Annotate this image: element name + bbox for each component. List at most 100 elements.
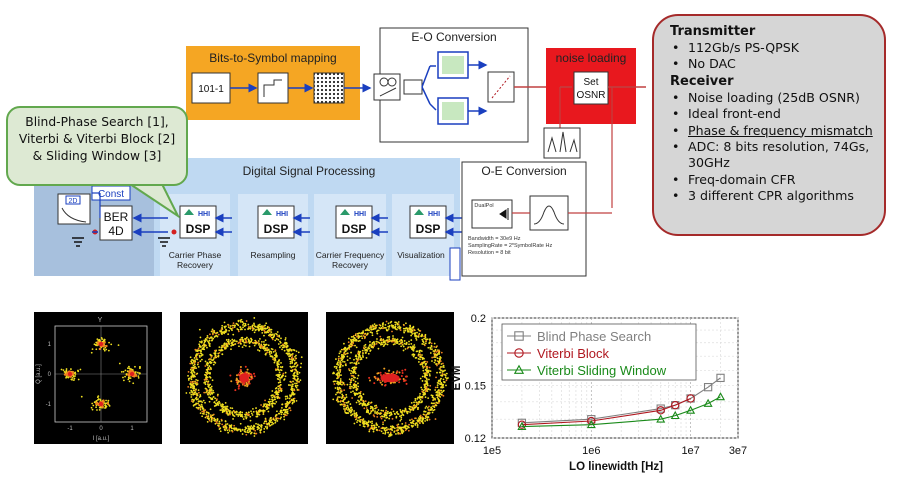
qpsk-clusters	[60, 336, 142, 411]
hhi-label: HHI	[354, 211, 366, 218]
receiver-item: ADC: 8 bits resolution, 74Gs, 30GHz	[670, 139, 874, 172]
series-1	[517, 394, 695, 429]
constellation-3	[326, 312, 454, 444]
data-point	[586, 419, 596, 429]
dsp-chip-0[interactable]: HHI DSP	[179, 205, 217, 239]
dsp-chip-2[interactable]: HHI DSP	[335, 205, 373, 239]
receiver-item: Ideal front-end	[670, 106, 874, 123]
data-point	[703, 398, 713, 407]
legend-item-2: Viterbi Sliding Window	[507, 363, 667, 378]
visualization-sink[interactable]	[449, 247, 461, 281]
data-point	[656, 406, 665, 415]
receiver-item: Freq-domain CFR	[670, 172, 874, 189]
ber-line2: 4D	[108, 224, 124, 238]
laser-box[interactable]	[373, 73, 401, 101]
data-point	[703, 383, 713, 392]
data-point	[670, 410, 680, 420]
data-point	[671, 401, 680, 410]
hhi-label: HHI	[198, 211, 210, 218]
ground-icon-1	[72, 237, 84, 247]
callout-line-1: Blind-Phase Search [1],	[25, 115, 169, 129]
transmitter-item: No DAC	[670, 56, 874, 73]
legend-label: Blind Phase Search	[537, 329, 651, 344]
data-point	[686, 405, 696, 414]
bit-source-box[interactable]	[191, 72, 231, 104]
pulse-shaper-box[interactable]	[257, 72, 289, 104]
y-tick-label: 0.12	[465, 433, 486, 445]
qpsk-cluster-2	[118, 362, 142, 385]
hhi-logo-icon	[414, 209, 424, 215]
stage-label-1: Resampling	[251, 250, 296, 260]
symbol-mapper-box[interactable]	[313, 72, 345, 104]
oe-conversion-block: O-E Conversion DualPol Bandwidth = 30e9 …	[461, 161, 612, 277]
pol-combiner-box[interactable]	[487, 71, 515, 103]
hhi-logo-icon	[184, 209, 194, 215]
oe-conversion-title: O-E Conversion	[481, 164, 566, 178]
constellation-2	[180, 312, 308, 444]
x-tick-label: 1e6	[582, 445, 600, 457]
series-2	[517, 392, 726, 430]
bits-to-symbol-title: Bits-to-Symbol mapping	[209, 51, 336, 65]
constellation-tick: 1	[48, 342, 52, 348]
data-point	[686, 394, 695, 403]
receiver-title: Receiver	[670, 73, 734, 89]
ber-line1: BER	[104, 210, 129, 224]
stage-label-3: Visualization	[397, 250, 445, 260]
bit-source-label: 101-1	[198, 84, 224, 95]
splitter-box[interactable]	[403, 79, 423, 95]
dsp-panel: Digital Signal Processing 2D Const BER 4…	[34, 158, 470, 281]
chart-ylabel: EVM	[451, 366, 463, 391]
legend-label: Viterbi Block	[537, 346, 610, 361]
constellation-tick: 0	[99, 426, 103, 432]
noise-loading-block: noise loading Set OSNR	[543, 48, 646, 208]
constellation-tick: -1	[46, 402, 52, 408]
dsp-chip-label: DSP	[264, 222, 289, 236]
hhi-logo-icon	[340, 209, 350, 215]
bits-to-symbol-block: Bits-to-Symbol mapping 101-1	[186, 46, 372, 120]
ber-4d-box[interactable]	[99, 205, 133, 241]
spectrum-analyzer-box[interactable]	[543, 127, 581, 159]
legend-label: Viterbi Sliding Window	[537, 363, 667, 378]
dual-pol-label: DualPol	[474, 203, 493, 209]
constellation-title: Y	[98, 317, 103, 324]
setup-info-panel: Transmitter 112Gb/s PS-QPSK No DAC Recei…	[652, 14, 886, 236]
constellation-xlabel: I [a.u.]	[93, 436, 110, 442]
ring-constellation-2	[185, 317, 303, 437]
transmitter-list: 112Gb/s PS-QPSK No DAC	[670, 40, 874, 73]
dsp-chip-1[interactable]: HHI DSP	[257, 205, 295, 239]
data-point	[517, 421, 527, 430]
callout-tail	[129, 182, 181, 218]
series-line	[521, 396, 721, 428]
lowpass-filter-box[interactable]	[529, 195, 569, 231]
hhi-logo-icon	[262, 209, 272, 215]
eo-conversion-title: E-O Conversion	[411, 30, 496, 44]
eo-conversion-block: E-O Conversion	[373, 27, 560, 143]
receiver-list: Noise loading (25dB OSNR) Ideal front-en…	[670, 90, 874, 205]
receiver-item: 3 different CPR algorithms	[670, 188, 874, 205]
constellation-tick: 1	[130, 426, 134, 432]
y-tick-label: 0.2	[471, 313, 486, 325]
spectrum-icon	[547, 131, 578, 153]
dsp-chip-label: DSP	[342, 222, 367, 236]
dsp-chip-label: DSP	[416, 222, 441, 236]
legend-marker-icon	[514, 348, 524, 358]
legend-item-0: Blind Phase Search	[507, 329, 651, 344]
receiver-item-text: Phase & frequency mismatch	[688, 122, 873, 138]
data-point	[656, 414, 666, 423]
constellation-tick: 0	[48, 372, 52, 378]
step-icon	[263, 79, 282, 97]
set-osnr-box[interactable]	[573, 71, 609, 105]
x-tick-label: 1e5	[483, 445, 501, 457]
legend-marker-icon	[513, 364, 525, 374]
photodiode-icon	[499, 208, 509, 220]
x-tick-label: 3e7	[729, 445, 747, 457]
hhi-label: HHI	[276, 211, 288, 218]
dsp-chip-label: DSP	[186, 222, 211, 236]
callout-line-3: & Sliding Window [3]	[32, 149, 162, 163]
ground-icon-2	[158, 237, 170, 247]
